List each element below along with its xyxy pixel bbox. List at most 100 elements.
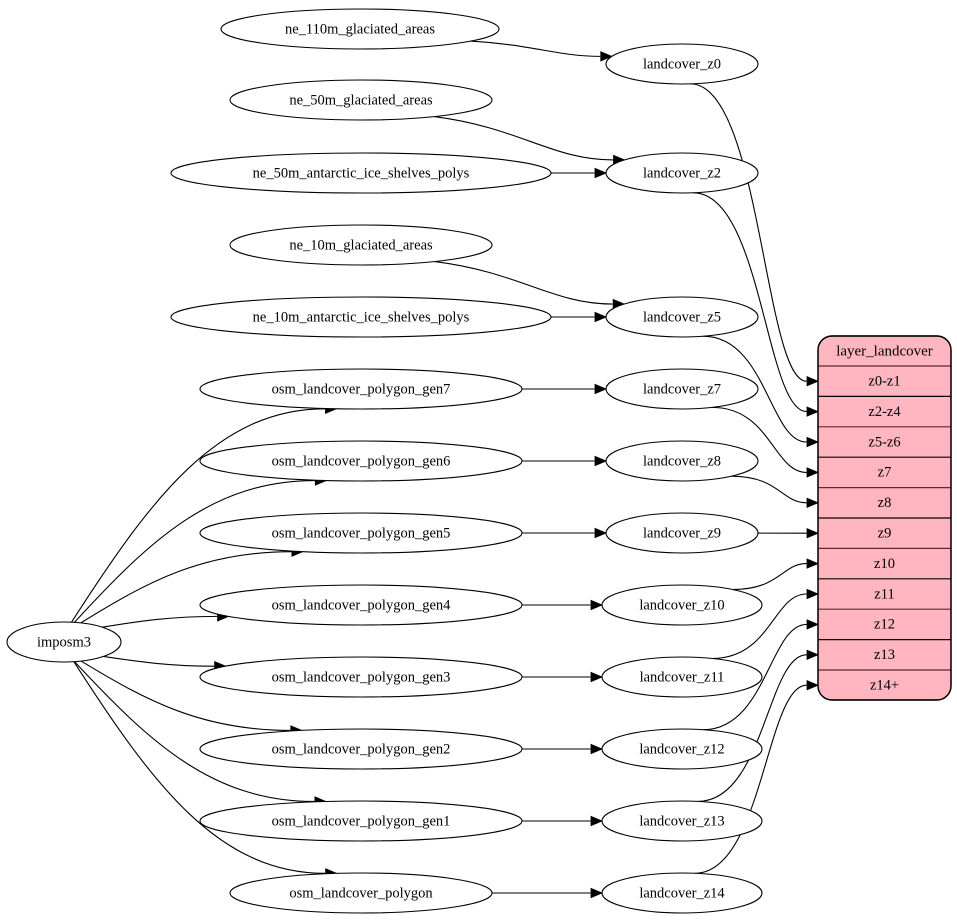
node-layer_landcover[interactable]: layer_landcover z0-z1 z2-z4 z5-z6 z7 z8 z9 z10 z… <box>817 335 952 701</box>
edge-landcover_z11-to-layer_landcover-z11 <box>712 593 807 660</box>
node-label-osm_landcover_polygon_gen5: osm_landcover_polygon_gen5 <box>272 525 451 541</box>
node-ne_50m_glaciated_areas[interactable]: ne_50m_glaciated_areas <box>229 79 493 121</box>
edge-arrowhead <box>806 375 820 387</box>
node-shape-osm_landcover_polygon_gen1 <box>199 800 523 842</box>
node-shape-landcover_z13 <box>601 800 763 842</box>
node-ne_10m_glaciated_areas[interactable]: ne_10m_glaciated_areas <box>229 224 493 266</box>
node-label-osm_landcover_polygon_gen2: osm_landcover_polygon_gen2 <box>272 741 451 757</box>
edge-arrowhead <box>600 51 613 62</box>
edge-landcover_z13-to-layer_landcover-z13 <box>698 654 807 802</box>
edge-imposm3-to-osm_landcover_polygon_gen6 <box>74 479 315 623</box>
node-landcover_z10[interactable]: landcover_z10 <box>601 584 763 626</box>
node-landcover_z2[interactable]: landcover_z2 <box>605 152 759 194</box>
node-label-imposm3: imposm3 <box>37 634 91 650</box>
table-row-z11[interactable]: z11 <box>874 586 894 602</box>
table-row-z0-z1[interactable]: z0-z1 <box>868 374 900 390</box>
edge-arrowhead <box>594 167 608 179</box>
table-row-z9[interactable]: z9 <box>878 526 892 542</box>
node-shape-landcover_z12 <box>601 728 763 770</box>
node-landcover_z9[interactable]: landcover_z9 <box>605 512 759 554</box>
node-shape-osm_landcover_polygon_gen6 <box>199 440 523 482</box>
node-osm_landcover_polygon_gen1[interactable]: osm_landcover_polygon_gen1 <box>199 800 523 842</box>
node-ne_110m_glaciated_areas[interactable]: ne_110m_glaciated_areas <box>220 8 500 50</box>
table-row-z13[interactable]: z13 <box>874 647 895 663</box>
node-shape-landcover_z14 <box>601 872 763 914</box>
edge-arrowhead <box>806 436 820 448</box>
node-label-landcover_z11: landcover_z11 <box>640 669 725 685</box>
node-landcover_z11[interactable]: landcover_z11 <box>601 656 763 698</box>
edges-layer <box>71 40 820 899</box>
table-row-z12[interactable]: z12 <box>874 617 895 633</box>
table-node-layer: layer_landcover z0-z1 z2-z4 z5-z6 z7 z8 z9 z10 z… <box>817 335 952 701</box>
table-row-z2-z4[interactable]: z2-z4 <box>868 404 901 420</box>
table-row-label: z9 <box>878 526 892 542</box>
table-row-label: z13 <box>874 647 895 663</box>
edge-arrowhead <box>590 671 604 683</box>
node-label-osm_landcover_polygon: osm_landcover_polygon <box>289 885 433 901</box>
edge-imposm3-to-osm_landcover_polygon_gen3 <box>103 655 215 667</box>
table-row-label: z2-z4 <box>868 404 901 420</box>
node-label-ne_110m_glaciated_areas: ne_110m_glaciated_areas <box>285 21 435 37</box>
node-osm_landcover_polygon_gen7[interactable]: osm_landcover_polygon_gen7 <box>199 368 523 410</box>
node-label-landcover_z7: landcover_z7 <box>643 381 721 397</box>
table-row-z14+[interactable]: z14+ <box>870 678 899 694</box>
node-shape-landcover_z11 <box>601 656 763 698</box>
node-label-landcover_z14: landcover_z14 <box>639 885 725 901</box>
table-row-label: z7 <box>878 465 892 481</box>
node-osm_landcover_polygon_gen4[interactable]: osm_landcover_polygon_gen4 <box>199 584 523 626</box>
node-osm_landcover_polygon_gen5[interactable]: osm_landcover_polygon_gen5 <box>199 512 523 554</box>
table-row-label: z11 <box>874 586 894 602</box>
edge-landcover_z12-to-layer_landcover-z12 <box>703 623 807 731</box>
node-osm_landcover_polygon_gen6[interactable]: osm_landcover_polygon_gen6 <box>199 440 523 482</box>
edge-arrowhead <box>594 455 608 467</box>
node-imposm3[interactable]: imposm3 <box>6 621 122 663</box>
node-landcover_z12[interactable]: landcover_z12 <box>601 728 763 770</box>
edge-landcover_z10-to-layer_landcover-z10 <box>732 563 807 591</box>
node-landcover_z14[interactable]: landcover_z14 <box>601 872 763 914</box>
node-landcover_z0[interactable]: landcover_z0 <box>605 43 759 85</box>
node-landcover_z8[interactable]: landcover_z8 <box>605 440 759 482</box>
node-shape-ne_10m_glaciated_areas <box>229 224 493 266</box>
node-landcover_z7[interactable]: landcover_z7 <box>605 368 759 410</box>
node-label-ne_50m_glaciated_areas: ne_50m_glaciated_areas <box>289 92 433 108</box>
node-shape-osm_landcover_polygon <box>229 872 493 914</box>
node-shape-landcover_z5 <box>605 296 759 338</box>
edge-arrowhead <box>590 743 604 755</box>
node-shape-ne_50m_antarctic_ice_shelves_polys <box>170 152 552 194</box>
table-row-label: z10 <box>874 556 895 572</box>
node-osm_landcover_polygon[interactable]: osm_landcover_polygon <box>229 872 493 914</box>
node-ne_50m_antarctic_ice_shelves_polys[interactable]: ne_50m_antarctic_ice_shelves_polys <box>170 152 552 194</box>
edge-landcover_z14-to-layer_landcover-z14- <box>694 684 807 874</box>
table-row-label: z0-z1 <box>868 374 900 390</box>
table-row-z8[interactable]: z8 <box>878 495 892 511</box>
node-ne_10m_antarctic_ice_shelves_polys[interactable]: ne_10m_antarctic_ice_shelves_polys <box>170 296 552 338</box>
node-label-osm_landcover_polygon_gen4: osm_landcover_polygon_gen4 <box>272 597 452 613</box>
edge-imposm3-to-osm_landcover_polygon_gen1 <box>74 661 315 803</box>
node-label-landcover_z10: landcover_z10 <box>639 597 724 613</box>
table-row-z10[interactable]: z10 <box>874 556 895 572</box>
node-osm_landcover_polygon_gen3[interactable]: osm_landcover_polygon_gen3 <box>199 656 523 698</box>
edge-imposm3-to-osm_landcover_polygon <box>73 661 326 874</box>
edge-landcover_z2-to-layer_landcover-z2-z4 <box>693 192 807 413</box>
node-osm_landcover_polygon_gen2[interactable]: osm_landcover_polygon_gen2 <box>199 728 523 770</box>
edge-arrowhead <box>806 497 820 509</box>
edge-ne_10m_glaciated_areas-to-landcover_z5 <box>434 260 613 305</box>
node-label-ne_10m_glaciated_areas: ne_10m_glaciated_areas <box>289 237 433 253</box>
edge-ne_50m_glaciated_areas-to-landcover_z2 <box>433 116 613 161</box>
node-shape-landcover_z7 <box>605 368 759 410</box>
node-shape-osm_landcover_polygon_gen4 <box>199 584 523 626</box>
node-landcover_z5[interactable]: landcover_z5 <box>605 296 759 338</box>
table-header-label: layer_landcover <box>836 343 933 359</box>
node-landcover_z13[interactable]: landcover_z13 <box>601 800 763 842</box>
table-row-z5-z6[interactable]: z5-z6 <box>868 434 900 450</box>
table-row-z7[interactable]: z7 <box>878 465 892 481</box>
edge-imposm3-to-osm_landcover_polygon_gen4 <box>102 615 218 628</box>
edge-arrowhead <box>594 311 608 323</box>
edge-landcover_z5-to-layer_landcover-z5-z6 <box>702 335 807 443</box>
node-shape-osm_landcover_polygon_gen3 <box>199 656 523 698</box>
node-shape-osm_landcover_polygon_gen7 <box>199 368 523 410</box>
node-shape-osm_landcover_polygon_gen5 <box>199 512 523 554</box>
edge-arrowhead <box>594 527 608 539</box>
node-label-landcover_z13: landcover_z13 <box>639 813 724 829</box>
